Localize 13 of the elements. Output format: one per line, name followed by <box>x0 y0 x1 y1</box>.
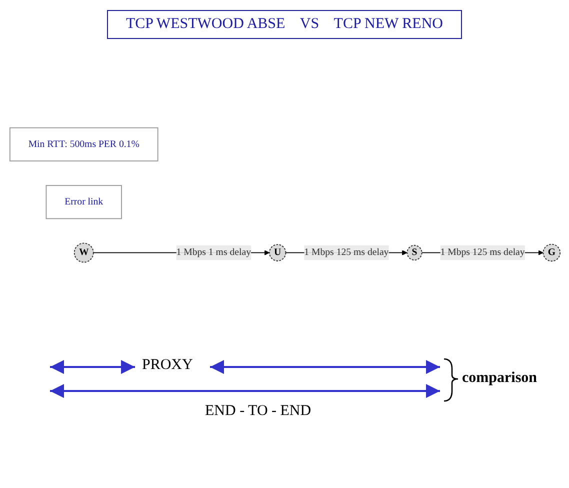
node-box: Min RTT: 500ms PER 0.1% <box>8 127 158 162</box>
edge-label: 1 Mbps 125 ms delay <box>304 247 388 258</box>
edge-label: 1 Mbps 1 ms delay <box>176 247 250 258</box>
node-circle: G <box>542 244 560 262</box>
dimension-label: PROXY <box>142 357 193 374</box>
node-circle: W <box>73 242 94 263</box>
node-circle: S <box>406 244 422 260</box>
edge-label: 1 Mbps 125 ms delay <box>440 247 524 258</box>
bracket-label: comparison <box>462 370 537 387</box>
dimension-label: END - TO - END <box>205 403 312 420</box>
node-circle: U <box>268 244 286 262</box>
title: TCP WESTWOOD ABSE VS TCP NEW RENO <box>107 10 462 39</box>
node-box: Error link <box>45 185 122 220</box>
